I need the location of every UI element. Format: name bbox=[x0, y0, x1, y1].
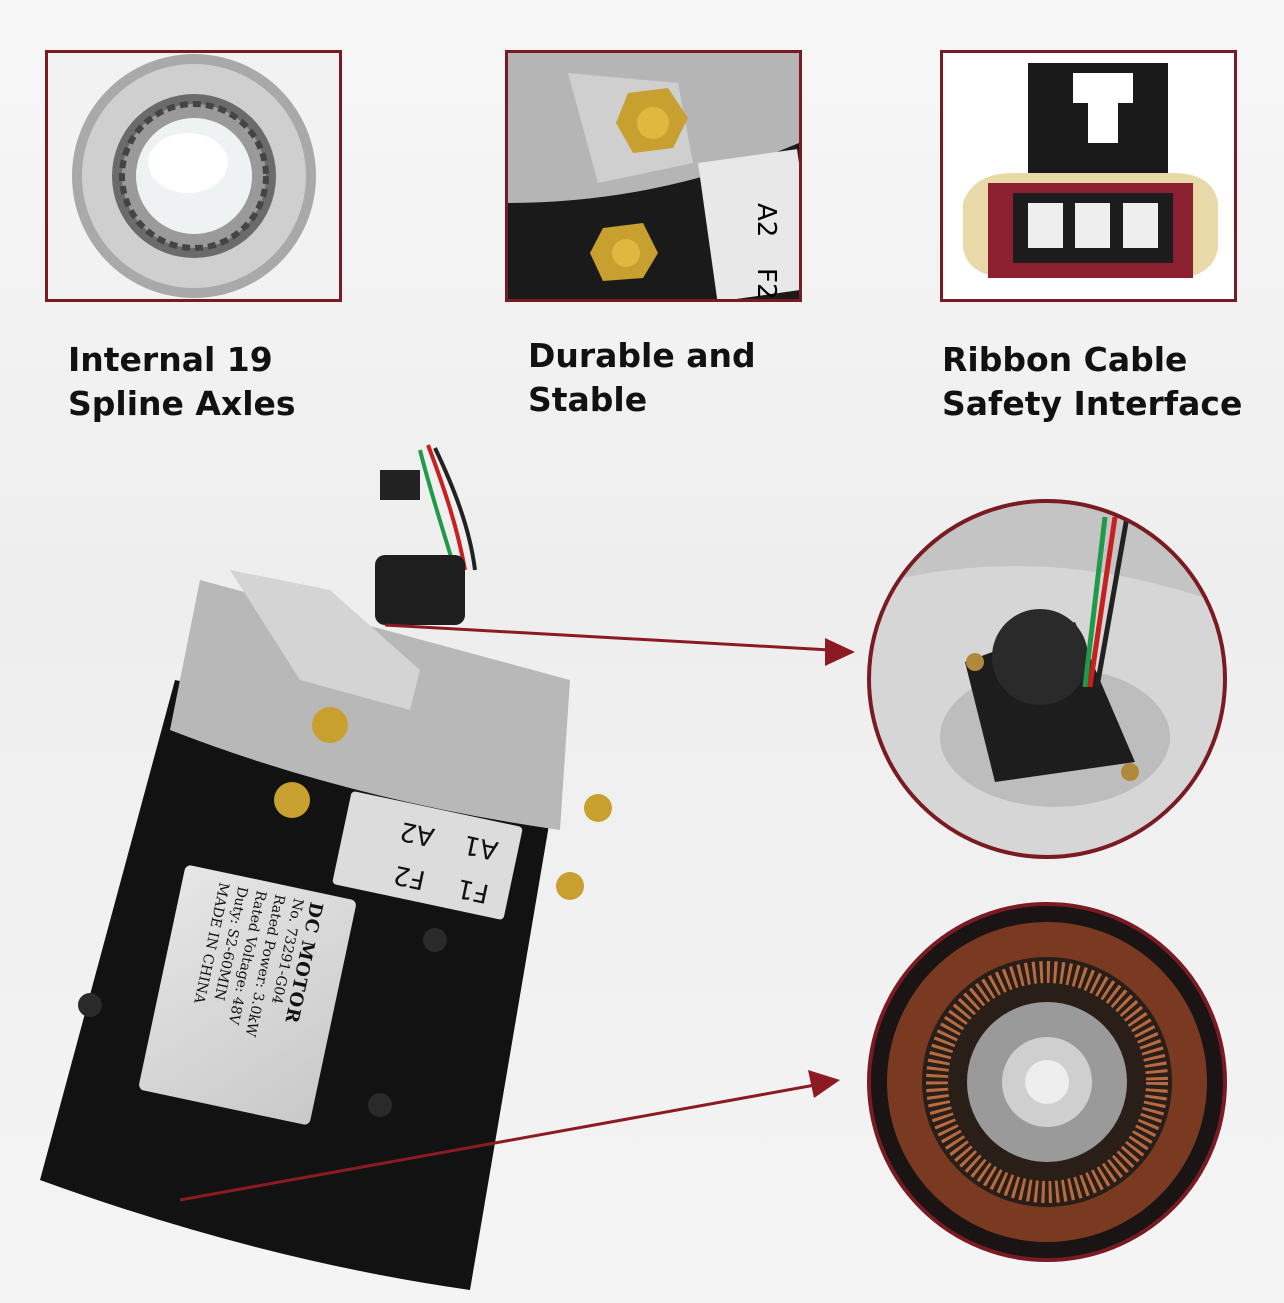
caption-line: Ribbon Cable bbox=[942, 340, 1188, 379]
connector-image bbox=[940, 50, 1237, 302]
terminal-a2: A2 bbox=[397, 815, 438, 852]
caption-line: Internal 19 bbox=[68, 340, 273, 379]
caption-line: Safety Interface bbox=[942, 384, 1243, 423]
arrow-icon bbox=[825, 638, 855, 666]
caption-line: Durable and bbox=[528, 336, 756, 375]
caption-line: Stable bbox=[528, 380, 648, 419]
stator-closeup bbox=[867, 902, 1227, 1262]
feature-caption-spline: Internal 19 Spline Axles bbox=[68, 338, 296, 426]
inset-a2-label: A2 bbox=[751, 203, 781, 237]
feature-caption-ribbon: Ribbon Cable Safety Interface bbox=[942, 338, 1242, 426]
terminal-f2: F2 bbox=[390, 858, 428, 895]
connector-icon bbox=[963, 63, 1218, 278]
sensor-closeup bbox=[867, 499, 1227, 859]
arrow-icon bbox=[808, 1070, 840, 1098]
spline-axle-icon bbox=[72, 54, 316, 298]
terminal-bolts-icon: A2 F2 bbox=[508, 53, 799, 299]
terminal-f1: F1 bbox=[454, 872, 492, 909]
feature-caption-durable: Durable and Stable bbox=[528, 334, 756, 422]
inset-f2-label: F2 bbox=[751, 268, 781, 299]
terminal-a1: A1 bbox=[460, 828, 501, 866]
terminal-bolts-image: A2 F2 bbox=[505, 50, 802, 302]
caption-line: Spline Axles bbox=[68, 384, 296, 423]
spline-axle-image bbox=[45, 50, 342, 302]
